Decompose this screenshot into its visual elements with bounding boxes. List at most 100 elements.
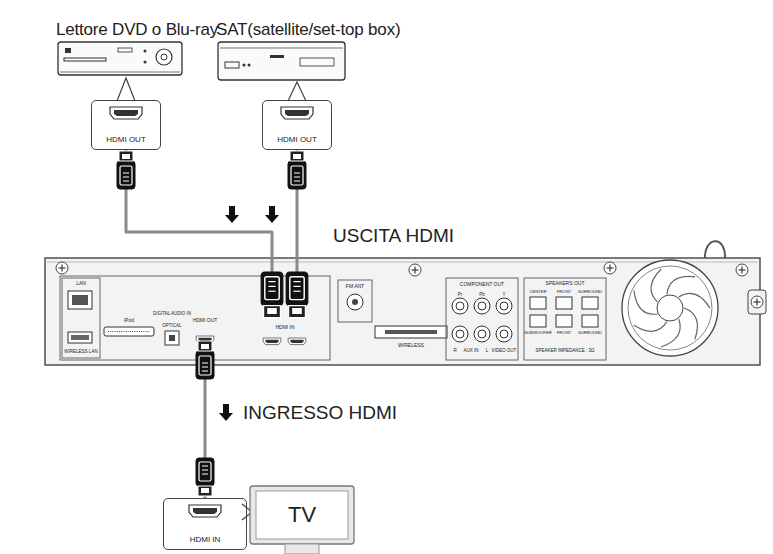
rear-panel xyxy=(263,338,281,345)
hdmi-plug xyxy=(286,272,308,318)
connector-label: iPod xyxy=(124,318,134,323)
rear-panel xyxy=(72,295,88,305)
rear-panel xyxy=(288,338,306,345)
direction-arrow xyxy=(265,206,279,223)
rear-panel xyxy=(452,298,468,314)
home-theater-panel: LANWIRELESS LANiPodDIGITAL AUDIO INOPTIC… xyxy=(45,258,760,365)
rear-panel xyxy=(409,264,421,276)
dvd-player xyxy=(65,48,71,53)
satellite-box xyxy=(243,64,246,67)
rear-panel xyxy=(582,297,598,309)
connector-label: SPEAKER IMPEDANCE : 3Ω xyxy=(536,349,595,354)
connector-label: WIRELESS xyxy=(398,343,424,348)
connector-label: WIRELESS LAN xyxy=(64,350,97,355)
satellite-box xyxy=(225,62,239,68)
satellite-box xyxy=(248,64,251,67)
rear-panel xyxy=(352,299,358,305)
rear-panel xyxy=(756,299,757,306)
rear-panel xyxy=(478,302,486,310)
rear-panel xyxy=(452,326,468,342)
dvd-player xyxy=(60,72,180,73)
tv-set xyxy=(250,486,354,554)
direction-arrow xyxy=(219,404,233,421)
rear-panel xyxy=(446,278,518,360)
rear-panel xyxy=(651,269,661,302)
connector-label: COMPONENT OUT xyxy=(460,282,504,287)
device-box: Lettore DVD o Blu-ray xyxy=(58,42,182,75)
connector-label: HDMI IN xyxy=(275,325,294,330)
hdmi-cable xyxy=(271,257,274,273)
callout-pointer xyxy=(117,78,135,101)
dvd-player xyxy=(58,42,182,75)
rear-panel xyxy=(474,326,490,342)
rear-panel xyxy=(496,326,512,342)
rear-panel xyxy=(62,278,100,358)
rear-panel xyxy=(530,297,598,327)
connector-label: R xyxy=(453,349,456,354)
rear-panel xyxy=(347,294,363,310)
satellite-box xyxy=(220,48,343,49)
rear-panel xyxy=(45,258,760,365)
rear-panel xyxy=(524,278,606,360)
rear-panel xyxy=(751,296,763,308)
hdmi-cable xyxy=(126,150,272,258)
callout-bubble: HDMI OUT xyxy=(91,100,161,150)
rear-panel xyxy=(634,322,667,332)
device-box: SAT(satellite/set-top box) xyxy=(218,42,345,80)
rear-panel xyxy=(71,335,89,340)
rear-panel xyxy=(556,297,572,309)
connector-label: Pb xyxy=(479,293,485,298)
rear-panel xyxy=(338,280,372,322)
rear-panel xyxy=(456,330,464,338)
connector-label: FRONT xyxy=(557,331,571,335)
rear-panel xyxy=(496,298,512,314)
rear-panel xyxy=(169,335,175,341)
dvd-player xyxy=(161,54,167,60)
tv-set xyxy=(250,486,354,544)
hdmi-port-icon xyxy=(189,505,221,517)
rear-panel xyxy=(705,241,725,260)
connector-label: SPEAKERS OUT xyxy=(546,281,585,286)
rear-panel xyxy=(609,265,610,272)
rear-panel xyxy=(556,315,572,327)
direction-arrow xyxy=(219,206,279,421)
rear-panel xyxy=(667,276,695,294)
connector-label: LAN xyxy=(76,281,86,286)
connector-label: FM ANT xyxy=(346,284,364,289)
connector-label: Pr xyxy=(458,293,463,298)
rear-panel xyxy=(452,298,512,342)
rear-panel xyxy=(68,291,92,309)
connector-label: SURROUND xyxy=(578,290,602,294)
device-name: Lettore DVD o Blu-ray xyxy=(56,21,218,38)
rear-panel xyxy=(530,315,546,327)
rear-panel xyxy=(661,319,680,347)
rear-panel xyxy=(456,302,464,310)
rear-panel xyxy=(748,290,766,314)
connector-label: DIGITAL AUDIO IN xyxy=(153,312,191,317)
rear-panel xyxy=(108,331,150,332)
rear-panel xyxy=(500,330,508,338)
rear-panel xyxy=(165,331,179,345)
dvd-player xyxy=(144,61,147,64)
rear-panel xyxy=(604,262,616,274)
rear-panel xyxy=(104,327,154,336)
rear-panel xyxy=(736,264,748,276)
rear-panel xyxy=(741,267,742,274)
dvd-player xyxy=(64,58,106,61)
hdmi-plug xyxy=(196,458,214,496)
dvd-player xyxy=(118,48,132,52)
rear-panel xyxy=(474,298,490,314)
rear-panel xyxy=(375,326,447,338)
rear-panel xyxy=(56,262,68,274)
callout-bubble: HDMI IN xyxy=(163,498,247,550)
box-text: HDMI OUT xyxy=(263,136,331,144)
callout-bubble: HDMI OUT xyxy=(262,100,332,150)
rear-panel xyxy=(634,269,710,347)
callout-label: USCITA HDMI xyxy=(333,226,454,245)
connector-label: VIDEO OUT xyxy=(492,349,517,354)
callout-label: INGRESSO HDMI xyxy=(243,403,397,422)
hdmi-cable xyxy=(296,257,299,273)
